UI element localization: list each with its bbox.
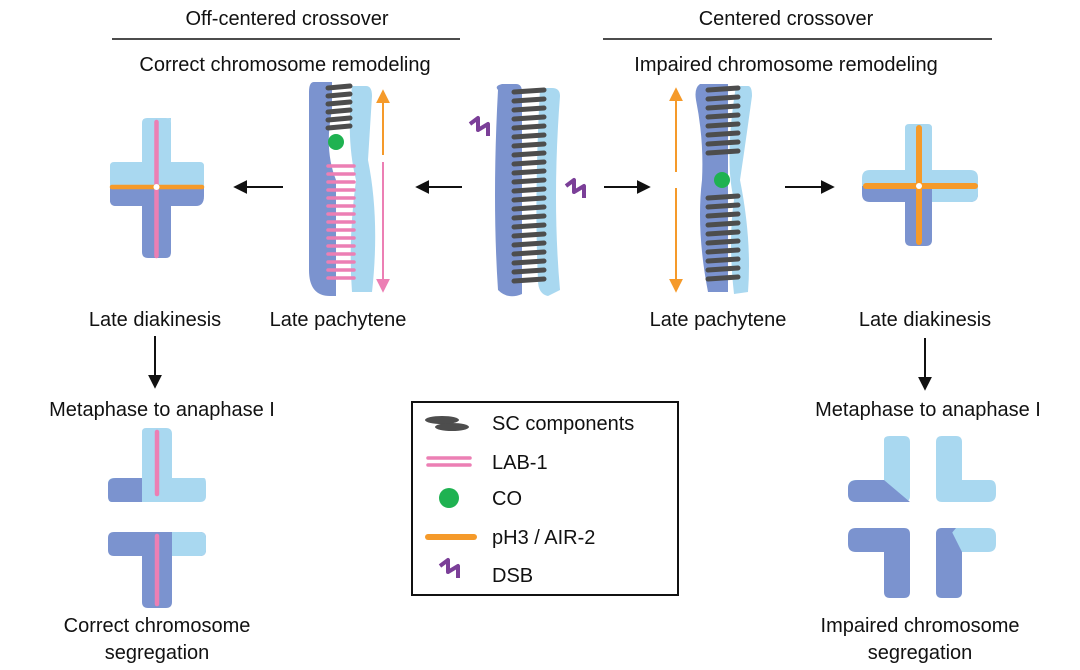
sc-components-icon <box>425 416 469 431</box>
legend-label-dsb: DSB <box>492 565 533 587</box>
legend-box <box>411 401 679 596</box>
label-left-pachytene: Late pachytene <box>270 309 407 331</box>
lab1-icon <box>426 456 472 467</box>
crossover-marker-centered <box>714 172 730 188</box>
left-diakinesis-bivalent <box>109 118 205 259</box>
flow-arrows <box>148 180 932 391</box>
legend-label-sc: SC components <box>492 413 634 435</box>
outcome-right-line2: segregation <box>868 642 973 664</box>
outcome-left-line1: Correct chromosome <box>64 615 251 637</box>
legend-label-ph3: pH3 / AIR-2 <box>492 527 595 549</box>
header-right: Centered crossover <box>699 8 874 30</box>
outcome-right-line1: Impaired chromosome <box>821 615 1020 637</box>
dsb-right-icon <box>564 178 586 198</box>
legend-label-co: CO <box>492 488 522 510</box>
legend-label-lab1: LAB-1 <box>492 452 548 474</box>
label-right-diakinesis: Late diakinesis <box>859 309 991 331</box>
right-diakinesis-bivalent <box>862 124 978 246</box>
dsb-icon <box>438 558 460 578</box>
left-segregation-correct <box>108 428 206 608</box>
crossover-icon <box>439 488 459 508</box>
left-pachytene-pair <box>309 82 390 296</box>
outcome-left-line2: segregation <box>105 642 210 664</box>
subheader-right: Impaired chromosome remodeling <box>634 54 937 76</box>
crossover-marker <box>328 134 344 150</box>
subheader-left: Correct chromosome remodeling <box>139 54 430 76</box>
label-left-diakinesis: Late diakinesis <box>89 309 221 331</box>
right-pachytene-pair <box>669 84 752 294</box>
label-right-pachytene: Late pachytene <box>650 309 787 331</box>
label-right-metaphase: Metaphase to anaphase I <box>815 399 1041 421</box>
dsb-left-icon <box>468 116 490 136</box>
label-left-metaphase: Metaphase to anaphase I <box>49 399 275 421</box>
central-chromosome-pair <box>468 84 586 297</box>
header-left: Off-centered crossover <box>185 8 388 30</box>
legend: SC components LAB-1 CO pH3 / AIR-2 DSB <box>411 401 679 596</box>
right-segregation-impaired <box>848 436 996 598</box>
